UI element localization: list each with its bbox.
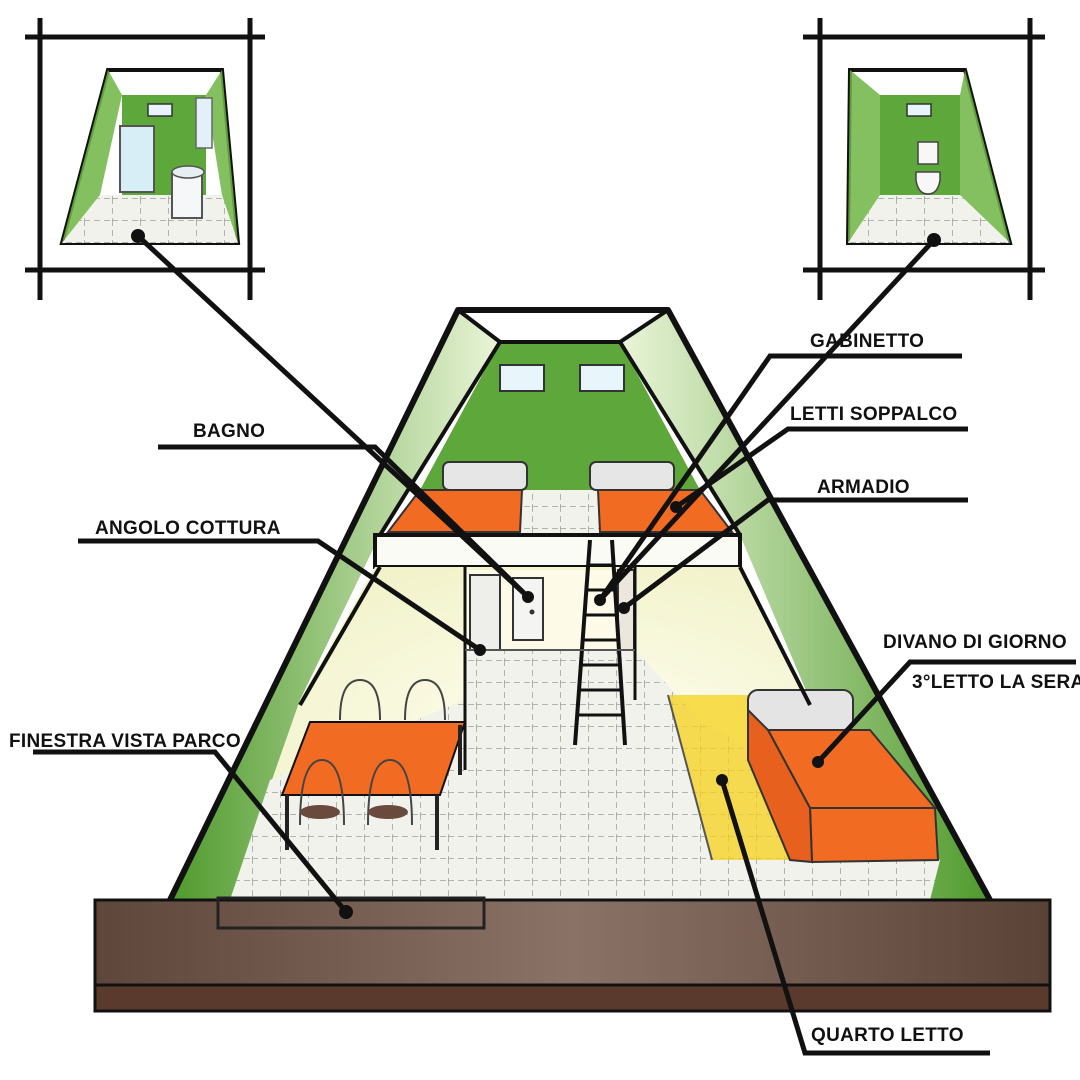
callout-line-inset-bathroom [136,234,530,599]
callout-line-gabinetto [597,353,962,602]
label-quarto-letto: QUARTO LETTO [811,1025,964,1046]
door-handle [529,609,535,615]
loft-mattress [442,461,528,491]
shower-cubicle [119,125,155,193]
a-frame-outline [167,307,993,902]
callout-line-divano [816,659,1076,764]
label-armadio: ARMADIO [817,477,910,498]
vent-window [906,103,932,117]
mezzanine-back-wall [420,342,700,490]
washbasin-cabinet [171,171,203,219]
bathroom-inset [25,18,265,300]
mirror [195,97,213,149]
label-bagno: BAGNO [193,421,266,442]
loft-mattress [589,461,675,491]
inner-frame-outline [378,340,742,537]
left-wall [62,70,122,243]
vent-window [147,103,173,117]
sofa-front [808,807,940,864]
base-platform [93,896,1052,1013]
callout-line-letti-soppalco [674,426,968,510]
wc-inset [803,18,1045,300]
left-roof-wall [170,310,500,900]
callout-line-angolo-cottura [78,538,482,653]
mezzanine-slab [373,533,742,569]
label-finestra-vista-parco: FINESTRA VISTA PARCO [9,731,241,752]
left-wall [848,70,880,243]
washbasin [171,165,205,179]
callout-line-inset-wc [598,238,936,602]
table-top [280,721,467,796]
toilet-bowl [915,171,941,195]
label-letti-soppalco: LETTI SOPPALCO [790,404,958,425]
loft-window [579,364,625,392]
callout-line-armadio [622,497,968,610]
platform-skirting [93,983,1052,1013]
callout-line-quarto-letto [719,779,990,1056]
sofa-bed [747,689,940,864]
a-frame-cutaway [167,307,993,902]
label-terzo-letto-la-sera: 3°LETTO LA SERA [912,672,1080,693]
loft-window [499,364,545,392]
label-angolo-cottura: ANGOLO COTTURA [95,518,281,539]
cistern [917,141,939,165]
callout-lines [33,234,1076,1056]
callout-line-finestra [33,749,348,914]
fourth-bed [668,695,790,860]
ladder [573,539,627,746]
right-wall [206,70,238,243]
label-divano-di-giorno: DIVANO DI GIORNO [883,632,1067,653]
right-roof-wall [620,310,990,900]
sofa-side [747,707,814,864]
park-view-window [216,896,486,930]
platform-wall [93,898,1052,987]
right-wall [960,70,1010,243]
tiled-floor [848,195,1010,243]
sofa-cushion [747,689,854,731]
label-gabinetto: GABINETTO [810,331,925,352]
callout-dots [131,229,941,919]
